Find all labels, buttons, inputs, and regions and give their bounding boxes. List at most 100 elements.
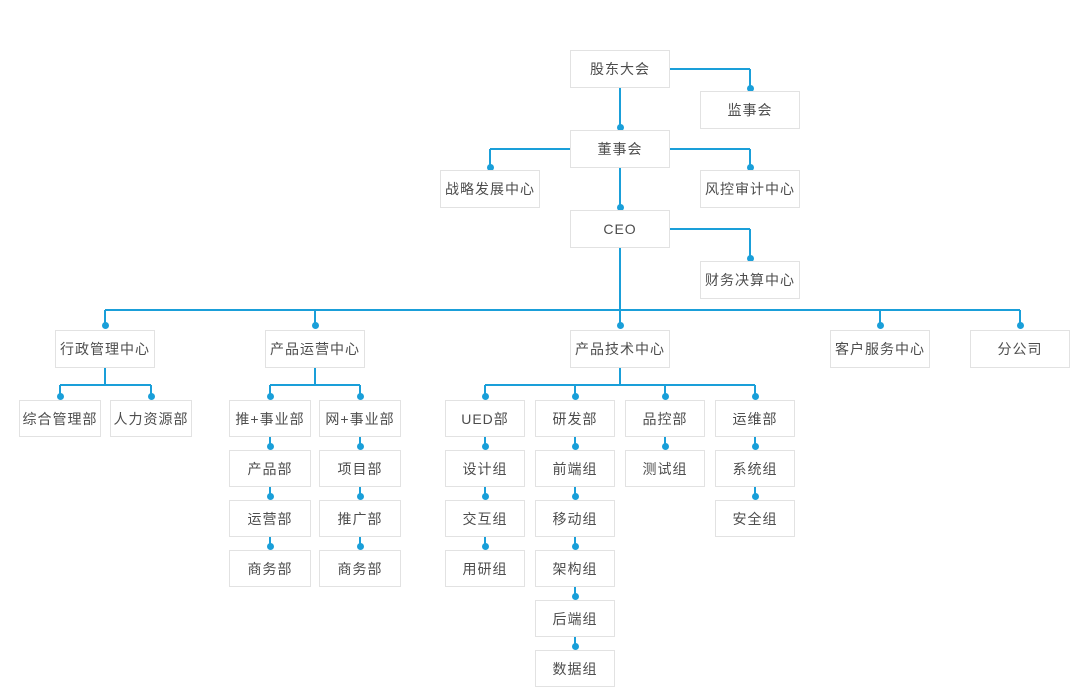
connector-dot [356,492,364,500]
connector-dot [266,492,274,500]
org-node-tui-plus-division: 推+事业部 [229,400,311,437]
connector-dot [481,492,489,500]
org-node-label: 商务部 [337,560,383,577]
org-node-label: 风控审计中心 [705,181,795,197]
connector-line [359,437,361,446]
org-node-label: 架构组 [552,560,598,577]
org-node-label: 推广部 [337,510,383,527]
org-node-testing-group: 测试组 [625,450,705,487]
connector-line [104,368,106,385]
org-node-risk-audit-center: 风控审计中心 [700,170,800,208]
org-node-label: 产品部 [247,460,293,477]
org-node-product-operations-center: 产品运营中心 [265,330,365,368]
org-node-label: 数据组 [552,660,598,677]
connector-line [574,437,576,446]
org-node-design-group: 设计组 [445,450,525,487]
connector-line [574,537,576,546]
org-node-label: 品控部 [642,410,688,427]
org-node-security-group: 安全组 [715,500,795,537]
connector-dot [616,203,624,211]
connector-dot [481,392,489,400]
org-node-label: 用研组 [462,560,508,577]
connector-line [574,487,576,496]
org-node-wang-plus-division: 网+事业部 [319,400,401,437]
connector-dot [746,254,754,262]
org-node-human-resources-dept: 人力资源部 [110,400,192,437]
org-node-label: 运营部 [247,510,293,527]
org-node-product-dept: 产品部 [229,450,311,487]
org-node-label: 董事会 [597,141,643,157]
connector-line [484,537,486,546]
connector-dot [571,392,579,400]
connector-dot [571,642,579,650]
connector-line [484,487,486,496]
connector-line [490,148,570,150]
org-node-label: 推+事业部 [235,410,305,427]
org-node-label: 安全组 [732,510,778,527]
org-node-operations-dept: 运营部 [229,500,311,537]
org-node-project-dept: 项目部 [319,450,401,487]
org-node-shareholders-meeting: 股东大会 [570,50,670,88]
connector-line [619,88,621,127]
org-node-ued-dept: UED部 [445,400,525,437]
connector-dot [356,442,364,450]
connector-dot [486,163,494,171]
org-node-label: 测试组 [642,460,688,477]
connector-line [619,368,621,385]
connector-dot [266,542,274,550]
org-node-promotion-dept: 推广部 [319,500,401,537]
connector-dot [746,163,754,171]
connector-line [1019,310,1021,325]
connector-line [484,385,486,396]
connector-line [619,248,621,310]
connector-line [749,149,751,167]
connector-dot [356,392,364,400]
org-node-branch-company: 分公司 [970,330,1070,368]
org-node-label: UED部 [461,410,509,427]
connector-dot [101,321,109,329]
connector-dot [481,542,489,550]
org-node-data-group: 数据组 [535,650,615,687]
org-node-label: 分公司 [997,341,1043,357]
connector-line [619,168,621,207]
org-node-admin-management-center: 行政管理中心 [55,330,155,368]
connector-line [359,537,361,546]
connector-dot [481,442,489,450]
org-node-label: 战略发展中心 [445,181,535,197]
connector-line [574,587,576,596]
org-node-label: 行政管理中心 [60,341,150,357]
connector-line [574,637,576,646]
connector-dot [311,321,319,329]
org-node-product-technology-center: 产品技术中心 [570,330,670,368]
connector-line [270,384,360,386]
connector-dot [616,321,624,329]
connector-line [269,437,271,446]
connector-dot [147,392,155,400]
org-node-label: 财务决算中心 [705,272,795,288]
org-node-label: 前端组 [552,460,598,477]
connector-line [359,487,361,496]
org-node-label: 综合管理部 [22,410,98,427]
connector-dot [356,542,364,550]
connector-dot [1016,321,1024,329]
connector-dot [266,442,274,450]
connector-dot [571,592,579,600]
org-node-label: 产品运营中心 [270,341,360,357]
connector-line [269,487,271,496]
org-node-backend-group: 后端组 [535,600,615,637]
connector-dot [751,442,759,450]
org-node-label: 产品技术中心 [575,341,665,357]
connector-dot [56,392,64,400]
org-node-business-dept-2: 商务部 [319,550,401,587]
org-node-ceo: CEO [570,210,670,248]
org-node-label: 项目部 [337,460,383,477]
connector-dot [616,123,624,131]
connector-dot [751,492,759,500]
org-node-label: 后端组 [552,610,598,627]
org-node-label: 商务部 [247,560,293,577]
org-node-label: 股东大会 [590,61,650,77]
connector-line [670,228,750,230]
org-node-label: CEO [603,221,637,237]
org-node-rd-dept: 研发部 [535,400,615,437]
connector-dot [266,392,274,400]
